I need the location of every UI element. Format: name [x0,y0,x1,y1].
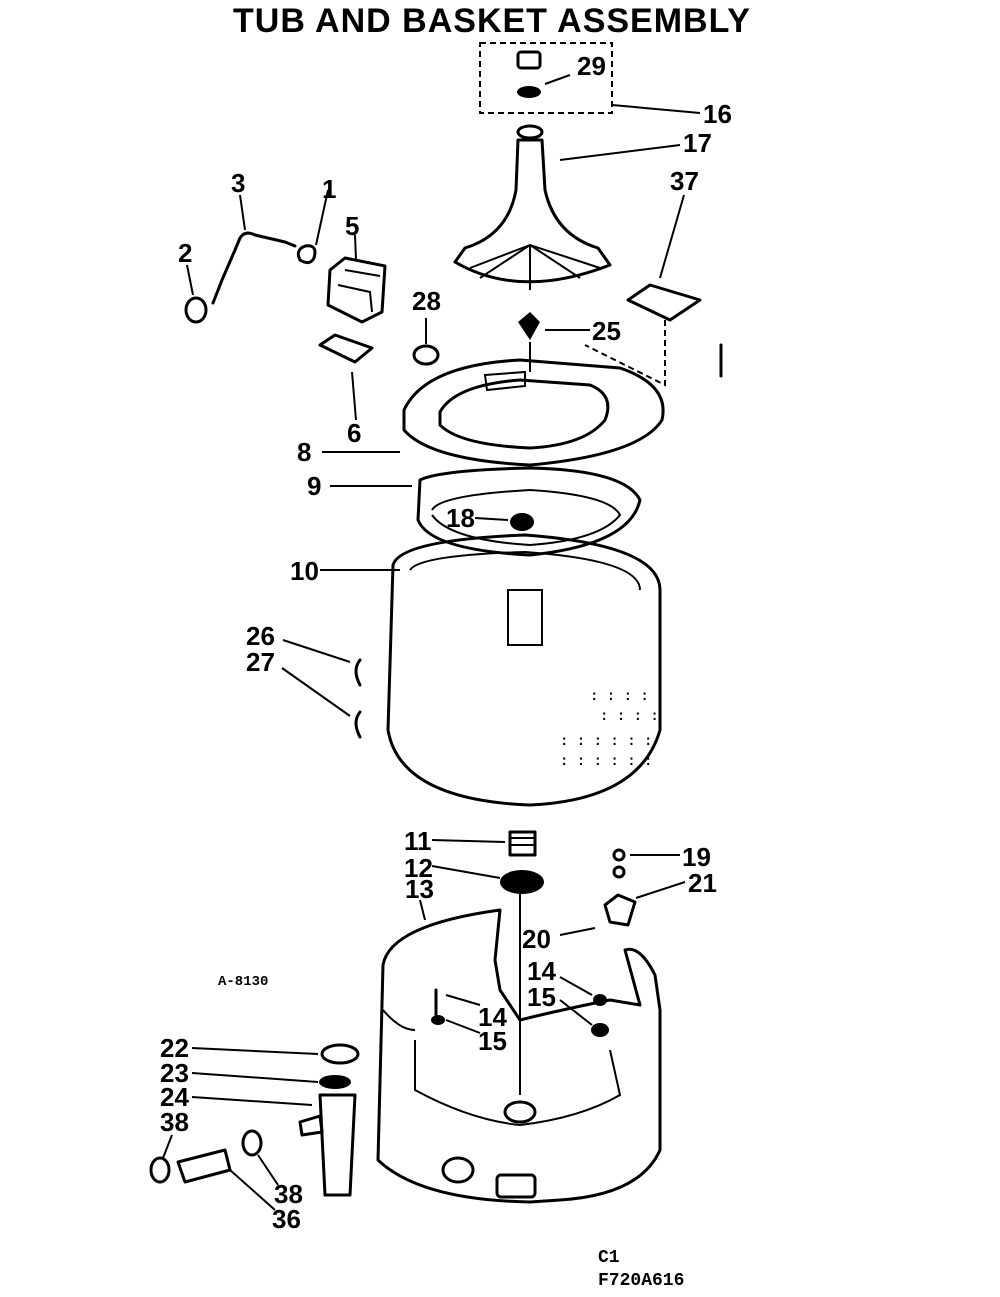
callout-14-right: 14 [527,956,556,986]
diagram-title: TUB AND BASKET ASSEMBLY [233,2,751,40]
part-18 [474,513,534,531]
callout-18: 18 [446,503,475,533]
callout-8: 8 [297,437,311,467]
part-11-spring [431,830,537,857]
callout-5: 5 [345,211,359,241]
part-26-27-clips [281,639,362,739]
callout-24: 24 [160,1082,189,1112]
callout-29: 29 [577,51,606,81]
part-9-seal [330,466,642,557]
callout-15-right: 15 [527,982,556,1012]
part-22-24-drain [191,1043,360,1197]
svg-text:: : : :: : : : : [600,709,659,725]
part-2-clamp [184,264,208,324]
callout-28: 28 [412,286,441,316]
callout-3: 3 [231,168,245,198]
callout-13: 13 [405,874,434,904]
part-10-basket: : : : : : : : : : : : : : : : : : : : : [320,533,662,807]
part-13-outer-tub [376,899,662,1204]
callout-12: 12 [404,853,433,883]
callout-38-left: 38 [160,1107,189,1137]
callout-25: 25 [592,316,621,346]
callout-37: 37 [670,166,699,196]
part-16-kit [479,42,701,114]
part-25 [518,312,590,372]
callout-20: 20 [522,924,551,954]
callout-9: 9 [307,471,321,501]
callout-15-left: 15 [478,1026,507,1056]
basket-holes: : : : : : : : : : : : : : : : : : : : : [560,689,659,770]
svg-text:: : : : : :: : : : : : : [560,734,652,750]
svg-text:: : : :: : : : : [590,689,649,705]
diagram-code: A-8130 [218,974,268,990]
callout-27: 27 [246,647,275,677]
callout-21: 21 [688,868,717,898]
callout-2: 2 [178,238,192,268]
svg-text:: : : : : :: : : : : : : [560,754,652,770]
part-12-washer [431,865,544,1095]
part-1-clamp [296,189,329,265]
part-8-tub-ring [322,358,665,467]
callout-6: 6 [347,418,361,448]
callout-22: 22 [160,1033,189,1063]
callout-14-left: 14 [478,1002,507,1032]
part-14-15-fasteners [431,976,609,1037]
callout-26: 26 [246,621,275,651]
part-36-38-hose [149,1129,279,1211]
footer-code-line2: F720A616 [598,1271,684,1291]
callout-11: 11 [404,826,432,856]
callout-19: 19 [682,842,711,872]
part-19-21-20 [559,848,686,936]
part-37 [584,194,702,387]
part-6-gasket [318,333,374,421]
callout-10: 10 [290,556,319,586]
callout-38-right: 38 [274,1179,303,1209]
part-5-switch [326,234,387,324]
callout-17: 17 [683,128,712,158]
callout-36: 36 [272,1204,301,1234]
footer-code-line1: C1 [598,1248,620,1268]
part-17-agitator [453,124,681,290]
part-3-hose [211,194,297,305]
part-28-plug [412,318,440,366]
callout-1: 1 [322,174,336,204]
callout-16: 16 [703,99,732,129]
callout-23: 23 [160,1058,189,1088]
